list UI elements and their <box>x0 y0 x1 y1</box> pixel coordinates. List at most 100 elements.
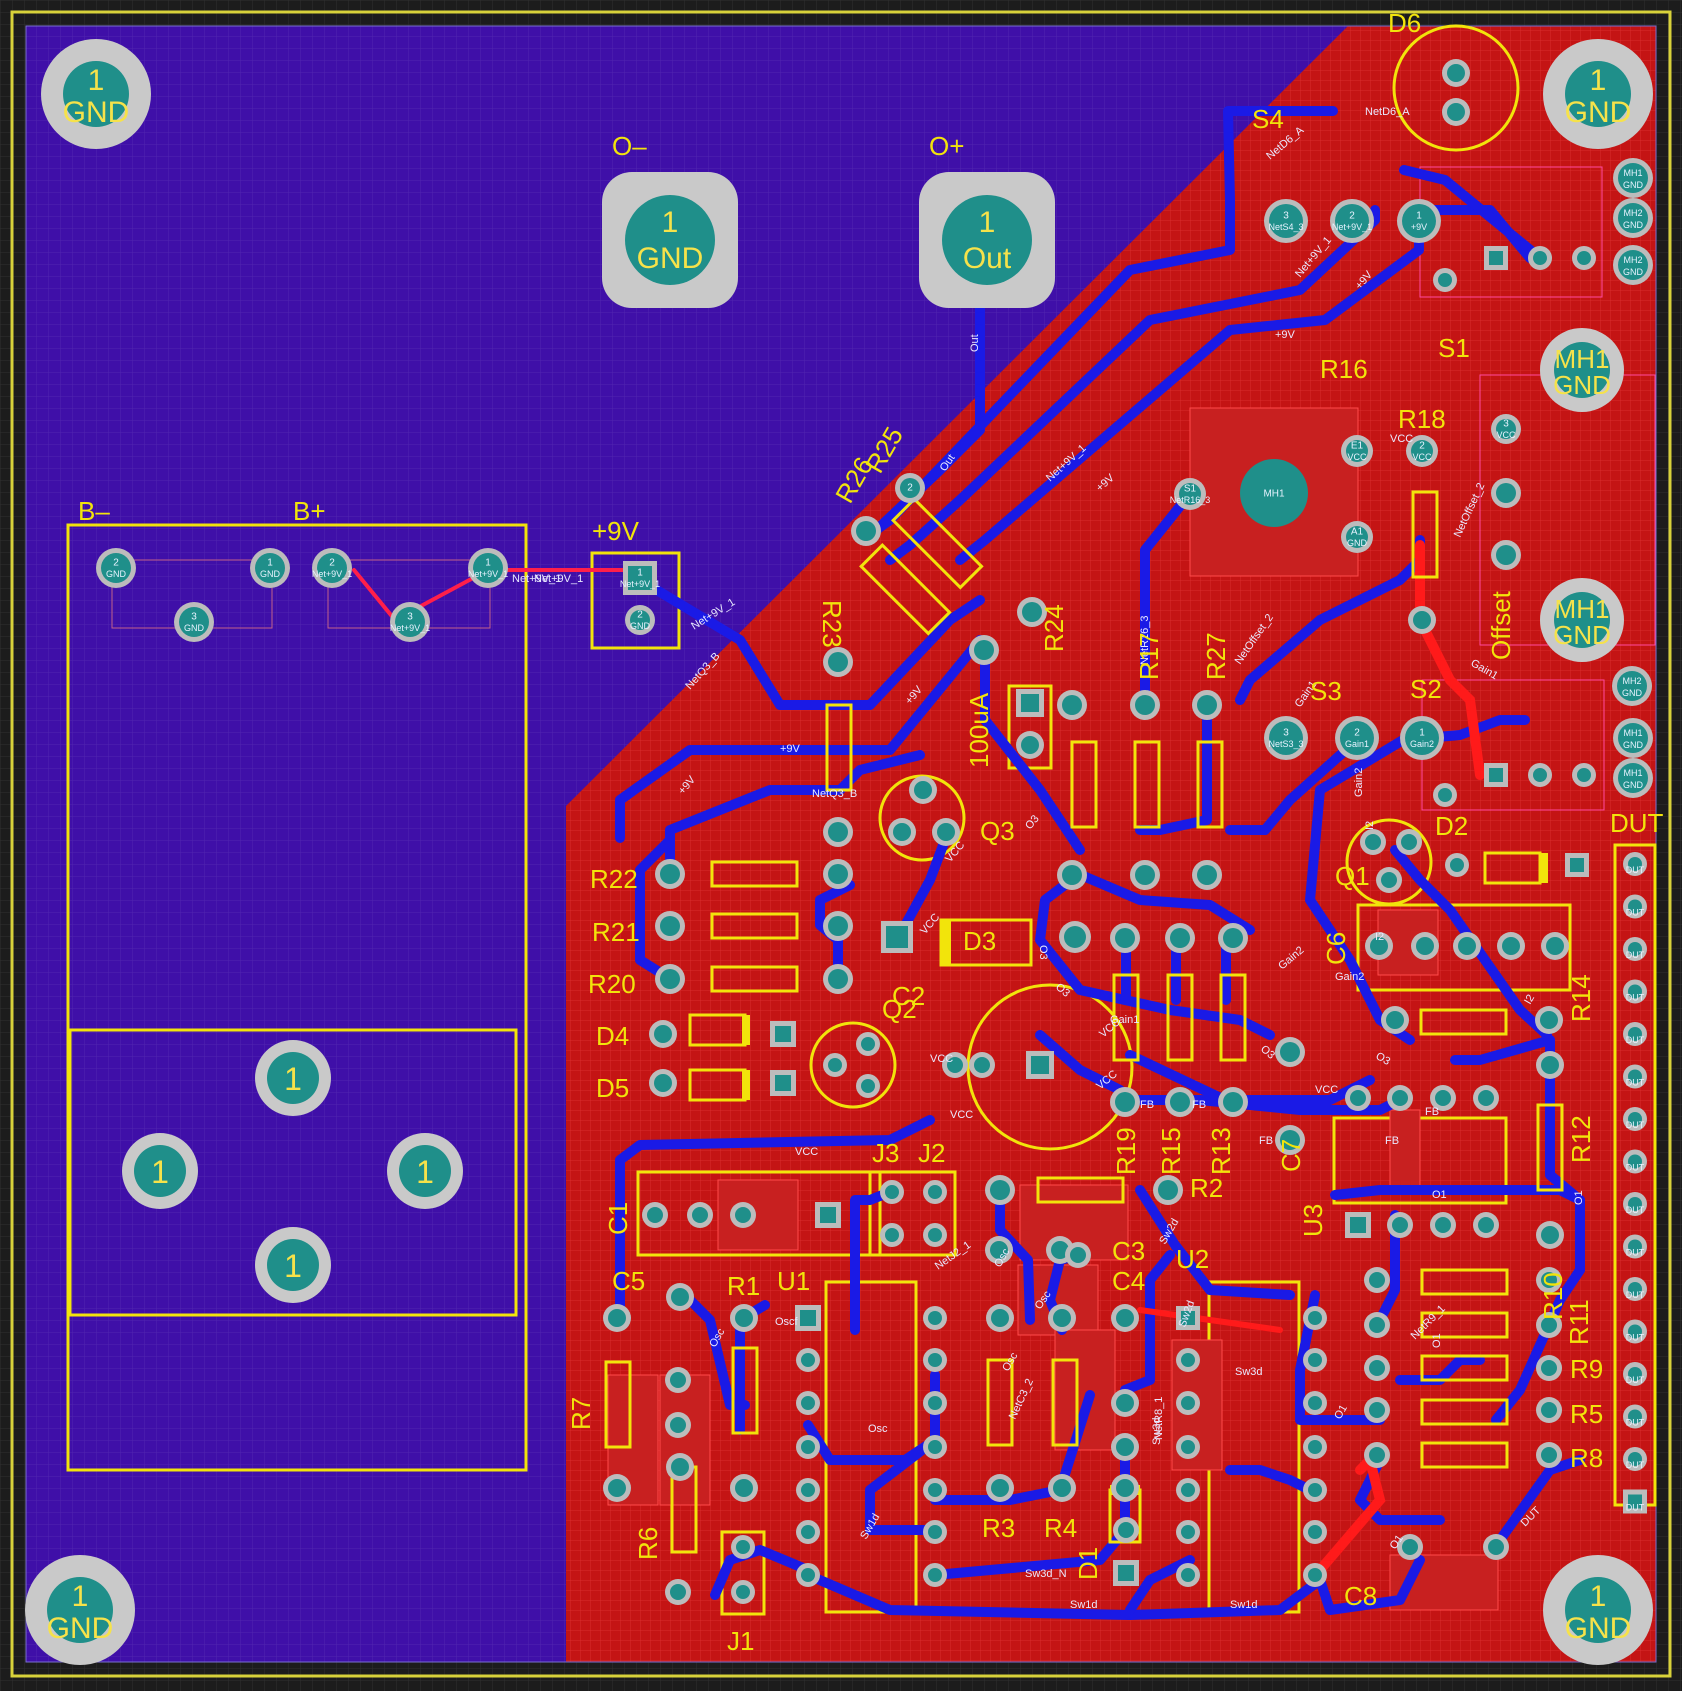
component-pad <box>1111 1304 1139 1332</box>
component-pad <box>731 1580 755 1604</box>
svg-text:FB: FB <box>1259 1135 1273 1147</box>
svg-text:GND: GND <box>1623 740 1644 750</box>
component-pad <box>642 1202 668 1228</box>
svg-text:1: 1 <box>1419 728 1425 739</box>
svg-text:1: 1 <box>485 558 491 569</box>
component-pad <box>1396 829 1422 855</box>
component-pad <box>1218 1087 1248 1117</box>
component-pad <box>923 1223 947 1247</box>
svg-text:GND: GND <box>106 569 127 579</box>
svg-text:Osc: Osc <box>868 1423 888 1435</box>
svg-text:MH1: MH1 <box>1623 728 1642 738</box>
svg-text:Net+9V_1: Net+9V_1 <box>620 579 660 589</box>
svg-text:1: 1 <box>416 1154 434 1190</box>
component-pad <box>1176 1391 1200 1415</box>
s1-pad <box>1491 540 1521 570</box>
svg-text:GND: GND <box>637 242 704 275</box>
svg-text:DUT: DUT <box>1626 1078 1645 1088</box>
component-pad <box>1111 1433 1139 1461</box>
svg-text:Gain2: Gain2 <box>1353 768 1365 797</box>
svg-text:1: 1 <box>979 206 996 239</box>
designator: R18 <box>1398 404 1446 434</box>
component-pad <box>823 911 853 941</box>
component-pad <box>1364 1397 1390 1423</box>
svg-text:GND: GND <box>1347 538 1368 548</box>
dut-pin: DUT <box>1623 979 1647 1004</box>
component-pad <box>1442 98 1470 126</box>
svg-text:DUT: DUT <box>1626 1418 1645 1428</box>
component-pad <box>1433 268 1457 292</box>
svg-text:2: 2 <box>329 558 335 569</box>
svg-text:FB: FB <box>1192 1099 1206 1111</box>
svg-text:MH2: MH2 <box>1623 255 1642 265</box>
component-pad <box>1165 1087 1195 1117</box>
svg-text:DUT: DUT <box>1626 1248 1645 1258</box>
svg-text:DUT: DUT <box>1626 993 1645 1003</box>
component-pad <box>823 647 853 677</box>
component-pad <box>665 1579 691 1605</box>
component-pad <box>1113 1560 1139 1586</box>
designator: R13 <box>1206 1127 1236 1175</box>
designator: R2 <box>1190 1173 1223 1203</box>
component-pad <box>1536 1312 1562 1338</box>
dut-pin: DUT <box>1623 1404 1647 1429</box>
svg-text:GND: GND <box>1565 96 1632 129</box>
component-pad <box>1303 1435 1327 1459</box>
svg-text:DUT: DUT <box>1626 908 1645 918</box>
component-pad <box>730 1304 758 1332</box>
designator: R27 <box>1201 632 1231 680</box>
designator: J1 <box>727 1626 754 1656</box>
svg-text:Gain2: Gain2 <box>1410 739 1434 749</box>
svg-text:Oscf: Oscf <box>775 1316 799 1328</box>
designator: C2 <box>892 981 925 1011</box>
component-pad <box>1360 829 1386 855</box>
svg-text:2: 2 <box>637 610 643 621</box>
component-pad <box>1048 1474 1076 1502</box>
battery-holder-pad: 1 <box>255 1040 331 1116</box>
svg-text:O1: O1 <box>1431 1333 1443 1348</box>
component-pad <box>1572 246 1596 270</box>
component-pad <box>1303 1563 1327 1587</box>
component-pad <box>649 1020 677 1048</box>
designator: R1 <box>727 1271 760 1301</box>
component-pad <box>796 1478 820 1502</box>
svg-text:DUT: DUT <box>1626 1375 1645 1385</box>
r18-pad <box>1408 606 1436 634</box>
component-pad <box>1275 1125 1305 1155</box>
component-pad <box>856 1032 880 1056</box>
component-pad <box>1303 1478 1327 1502</box>
designator: R3 <box>982 1513 1015 1543</box>
svg-text:NetS3_3: NetS3_3 <box>1268 739 1303 749</box>
svg-text:MH1: MH1 <box>1555 594 1610 624</box>
designator: R15 <box>1156 1127 1186 1175</box>
designator: C8 <box>1344 1581 1377 1611</box>
svg-text:1: 1 <box>1416 211 1422 222</box>
component-pad <box>823 817 853 847</box>
svg-text:1: 1 <box>637 568 643 579</box>
component-pad <box>923 1435 947 1459</box>
component-pad <box>986 1304 1014 1332</box>
svg-text:S1: S1 <box>1184 484 1197 495</box>
svg-text:Net+9V_1: Net+9V_1 <box>312 569 352 579</box>
designator: C5 <box>612 1266 645 1296</box>
svg-text:Sw3d_N: Sw3d_N <box>1025 1568 1067 1580</box>
component-pad <box>856 1074 880 1098</box>
component-pad <box>731 1535 755 1559</box>
component-pad <box>1303 1348 1327 1372</box>
component-pad <box>815 1202 841 1228</box>
svg-text:Net+9V_1: Net+9V_1 <box>1332 222 1372 232</box>
svg-text:MH1: MH1 <box>1623 768 1642 778</box>
component-pad <box>942 1052 968 1078</box>
